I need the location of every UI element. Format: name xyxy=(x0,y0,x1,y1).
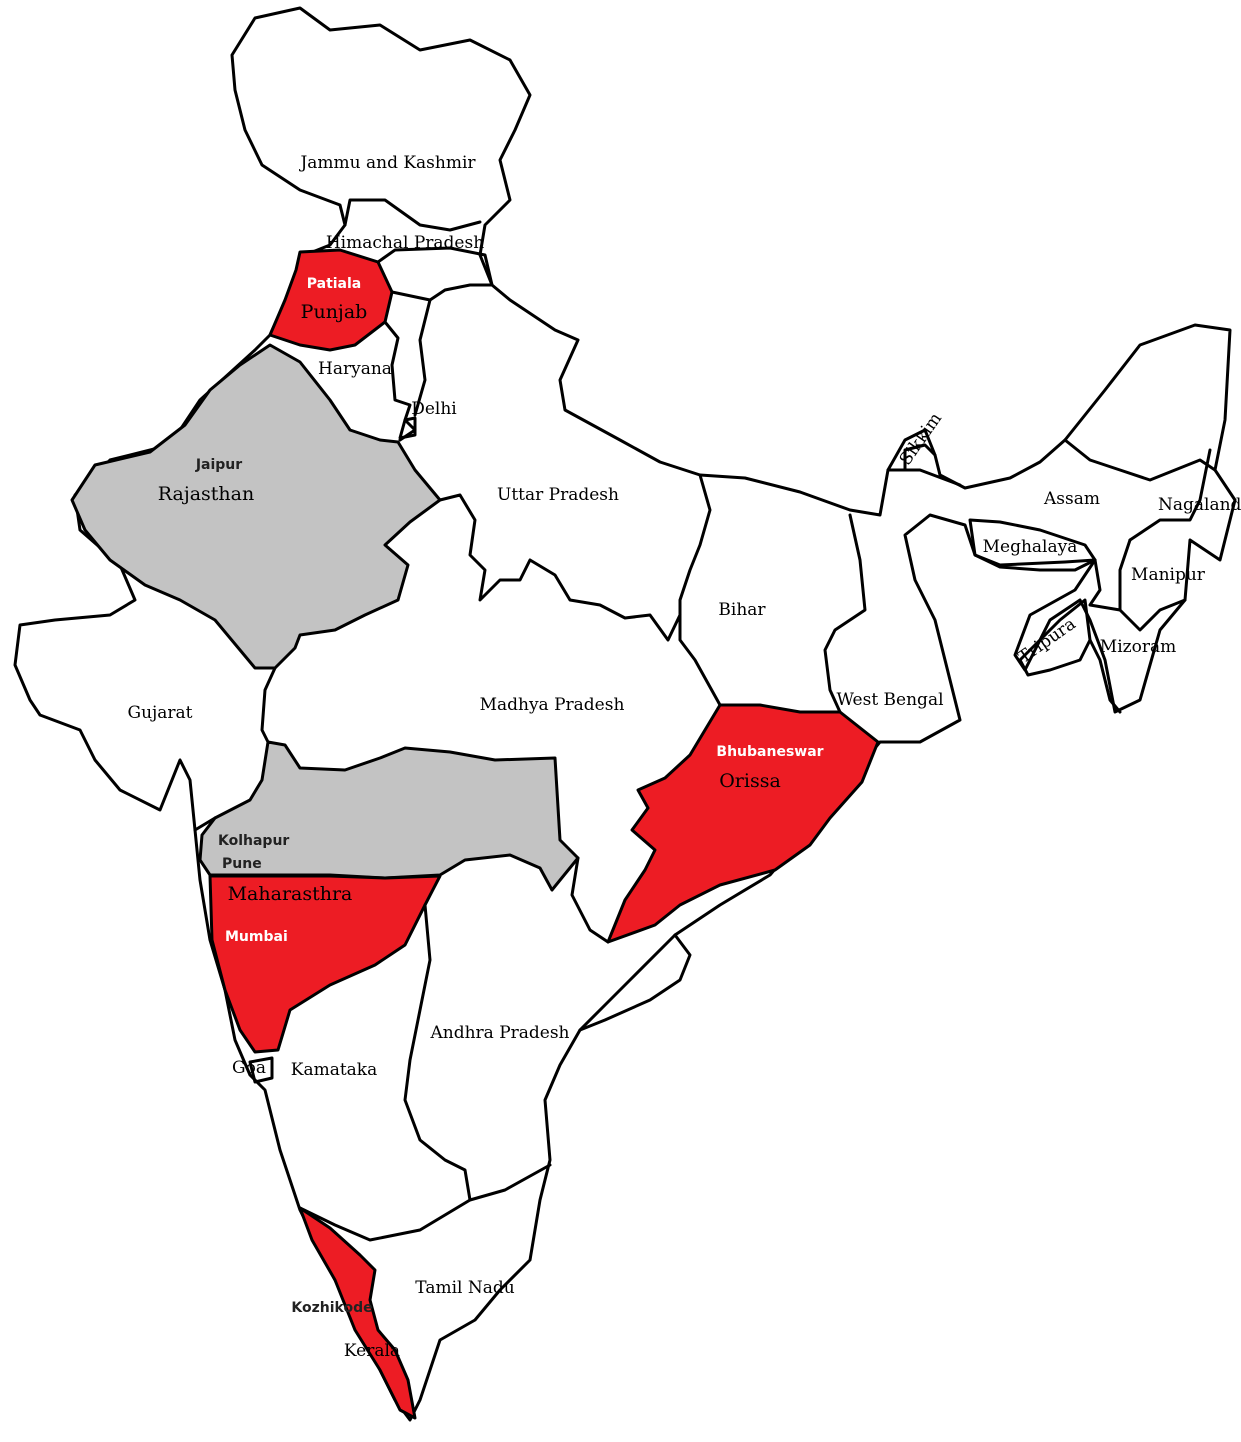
label-nagaland: Nagaland xyxy=(1158,495,1241,515)
label-tamil-nadu: Tamil Nadu xyxy=(415,1278,514,1298)
border-assam-mizoram xyxy=(1088,558,1122,612)
border-nagaland-manipur xyxy=(1128,448,1212,542)
label-west-bengal: West Bengal xyxy=(836,690,943,710)
border-bihar-wb xyxy=(823,513,867,714)
label-orissa: Orissa xyxy=(719,770,781,792)
border-up-mp xyxy=(438,493,682,642)
maharashtra-north-region xyxy=(198,740,580,892)
label-gujarat: Gujarat xyxy=(127,703,192,723)
border-haryana xyxy=(383,320,417,442)
border-kar-tn xyxy=(298,1198,472,1242)
border-assam-nagaland xyxy=(1063,438,1217,482)
label-madhya-pradesh: Madhya Pradesh xyxy=(480,695,625,715)
label-mizoram: Mizoram xyxy=(1100,637,1176,657)
border-haryana-up xyxy=(413,298,432,417)
label-karnataka: Kamataka xyxy=(291,1060,378,1080)
label-rajasthan: Rajasthan xyxy=(158,483,254,505)
city-pune: Pune xyxy=(222,856,262,872)
border-goa xyxy=(248,1056,274,1084)
label-himachal-pradesh: Himachal Pradesh xyxy=(326,233,484,253)
border-guj-mh xyxy=(193,816,217,832)
label-assam: Assam xyxy=(1043,489,1100,509)
label-uttar-pradesh: Uttar Pradesh xyxy=(497,485,619,505)
border-hp-up xyxy=(390,283,494,302)
kerala-region xyxy=(298,1206,417,1420)
label-andhra-pradesh: Andhra Pradesh xyxy=(429,1023,569,1043)
rajasthan-region xyxy=(70,343,442,670)
border-raj-mp xyxy=(260,666,277,744)
city-kozhikode: Kozhikode xyxy=(291,1300,372,1316)
border-manipur xyxy=(1118,538,1187,632)
label-manipur: Manipur xyxy=(1131,565,1206,585)
label-maharashtra: Maharasthra xyxy=(228,883,353,905)
punjab-region xyxy=(268,248,394,352)
orissa-region xyxy=(606,703,880,944)
border-delhi xyxy=(398,416,417,440)
label-kerala: Kerala xyxy=(344,1341,400,1361)
border-meghalaya xyxy=(968,518,1097,572)
city-mumbai: Mumbai xyxy=(225,929,288,945)
city-kolhapur: Kolhapur xyxy=(218,833,289,849)
border-mh-ap xyxy=(403,903,552,1202)
maharashtra-south-region xyxy=(208,874,442,1054)
city-jaipur: Jaipur xyxy=(195,457,242,473)
label-punjab: Punjab xyxy=(301,301,368,323)
india-outline xyxy=(13,6,1237,1422)
label-delhi: Delhi xyxy=(411,399,457,419)
border-hp xyxy=(376,246,494,287)
city-bhubaneswar: Bhubaneswar xyxy=(716,744,823,760)
border-tripura xyxy=(1018,598,1092,677)
border-ap-east xyxy=(578,933,692,1032)
border-up-bihar xyxy=(678,473,722,707)
label-bihar: Bihar xyxy=(718,600,766,620)
label-haryana: Haryana xyxy=(318,359,392,379)
border-mizoram xyxy=(1088,638,1122,714)
border-mp-ap xyxy=(570,856,610,944)
label-goa: Goa xyxy=(232,1058,266,1078)
label-jammu-kashmir: Jammu and Kashmir xyxy=(298,153,476,173)
border-jk-hp xyxy=(343,198,482,232)
city-patiala: Patiala xyxy=(307,276,362,292)
border-wb-ne xyxy=(886,468,962,487)
label-meghalaya: Meghalaya xyxy=(983,537,1078,557)
